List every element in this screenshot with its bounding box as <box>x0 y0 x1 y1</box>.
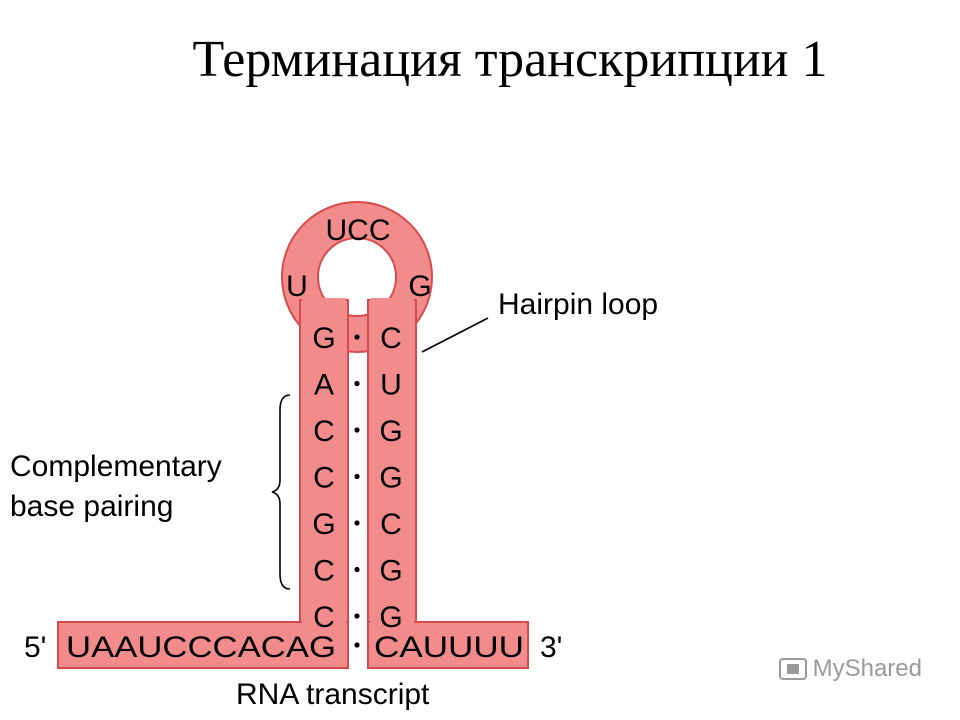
stem-left-base: C <box>313 601 335 634</box>
pair-dots <box>354 334 360 619</box>
stem-right-base: G <box>379 415 402 448</box>
pair-dot <box>354 613 360 619</box>
pairing-bracket <box>271 394 291 590</box>
loop-right-base: G <box>408 270 431 303</box>
right-seam <box>370 298 414 318</box>
rna-strand-shape <box>57 201 529 669</box>
left-strand-bar <box>57 621 349 669</box>
hairpin-label: Hairpin loop <box>498 288 658 321</box>
right-corner-seam <box>370 618 414 638</box>
stem-left-base: C <box>313 415 335 448</box>
hairpin-pointer-line <box>421 317 489 353</box>
five-prime-label: 5' <box>24 631 46 664</box>
rna-transcript-label: RNA transcript <box>236 678 430 711</box>
stem-left-base: C <box>313 555 335 588</box>
watermark: MyShared <box>778 655 922 683</box>
left-strand-sequence: UAAUCCCACAG <box>66 631 336 664</box>
loop-top-bases: UCC <box>326 214 391 247</box>
pair-dot <box>354 473 360 480</box>
left-corner-seam <box>302 618 346 638</box>
pair-dot <box>354 380 360 387</box>
stem-left-base: G <box>312 322 335 355</box>
myshared-logo-icon <box>778 658 807 680</box>
stem-right-base: C <box>380 508 402 541</box>
stem-right-base: C <box>380 322 402 355</box>
pair-dot <box>354 520 360 526</box>
watermark-text: MyShared <box>812 655 922 682</box>
stem-left-base: C <box>313 462 335 495</box>
loop-ring <box>283 203 431 351</box>
right-strand-sequence: CAUUUU <box>374 631 524 664</box>
stem-left-base: A <box>314 369 334 402</box>
stem-left-base: G <box>312 508 335 541</box>
pair-dot <box>354 566 360 573</box>
loop-left-base: U <box>286 270 308 303</box>
three-prime-label: 3' <box>540 631 562 664</box>
pair-dot <box>354 427 360 433</box>
stem-right-base: G <box>379 462 402 495</box>
pair-dot <box>354 334 360 340</box>
stem-right-base: G <box>379 601 402 634</box>
left-seam <box>302 298 346 318</box>
complementary-label-line2: base pairing <box>10 490 173 523</box>
stem-right-base: U <box>380 369 402 402</box>
complementary-label-line1: Complementary <box>10 450 222 483</box>
strand-junction-dot <box>354 642 360 648</box>
page-title: Терминация транскрипции 1 <box>192 31 828 88</box>
stem-right-base: G <box>379 555 402 588</box>
